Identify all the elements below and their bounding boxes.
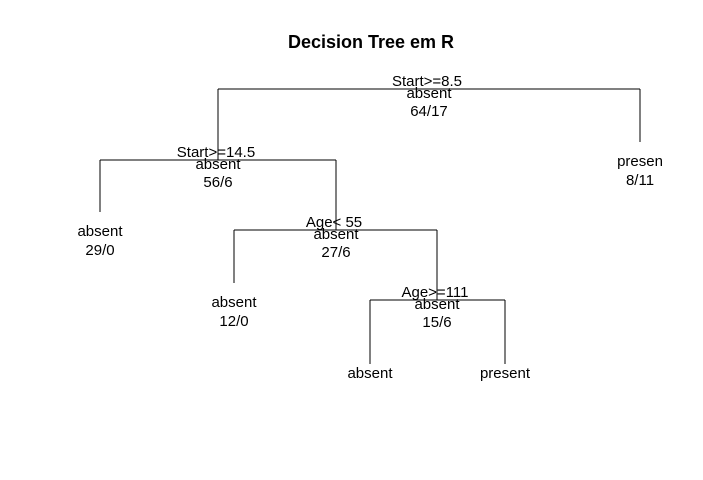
count-label: 56/6 [203, 174, 232, 191]
split-label: Age< 55 [306, 214, 362, 231]
class-label: absent [313, 226, 359, 243]
count-label: 64/17 [410, 103, 448, 120]
leaf-count-label: 12/0 [219, 313, 248, 330]
leaf-count-label: 29/0 [85, 242, 114, 259]
split-label: Start>=8.5 [392, 73, 462, 90]
tree-edges [99, 88, 641, 364]
plot-title: Decision Tree em R [288, 32, 454, 52]
class-label: absent [195, 156, 241, 173]
count-label: 27/6 [321, 244, 350, 261]
class-label: absent [406, 85, 452, 102]
split-label: Age>=111 [401, 284, 468, 301]
count-label: 15/6 [422, 314, 451, 331]
leaf-class-label: absent [211, 294, 257, 311]
leaf-count-label: 8/11 [626, 172, 654, 189]
class-label: absent [414, 296, 460, 313]
tree-nodes: Start>=8.5absent64/17Start>=14.5absent56… [77, 73, 662, 382]
leaf-class-label: present [480, 365, 531, 382]
split-label: Start>=14.5 [177, 144, 255, 161]
leaf-class-label: presen [617, 153, 663, 170]
leaf-class-label: absent [347, 365, 393, 382]
leaf-class-label: absent [77, 223, 123, 240]
